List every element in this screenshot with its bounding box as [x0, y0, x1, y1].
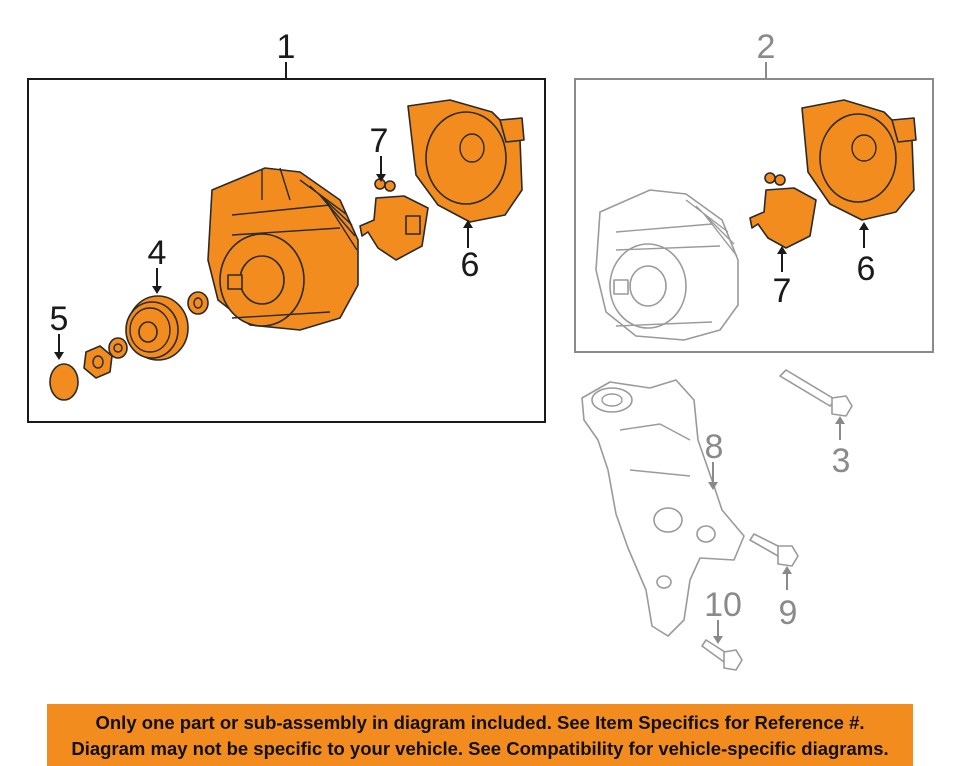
- callout-6b: 6: [857, 250, 876, 288]
- arrow-8: [708, 482, 718, 490]
- callout-7b: 7: [773, 272, 792, 310]
- callout-2: 2: [757, 28, 776, 66]
- pulley: [125, 295, 189, 361]
- arrow-9: [782, 566, 792, 574]
- callout-5: 5: [50, 300, 69, 338]
- callout-4: 4: [148, 234, 167, 272]
- bolt-10: [701, 639, 743, 671]
- mounting-bracket: [581, 379, 745, 637]
- arrow-4: [152, 286, 162, 294]
- arrow-5: [54, 352, 64, 360]
- callout-10: 10: [704, 586, 742, 624]
- arrow-7b: [777, 246, 787, 254]
- arrow-7a: [376, 174, 386, 182]
- callout-9: 9: [779, 594, 798, 632]
- arrow-6a: [463, 220, 473, 228]
- callout-8: 8: [705, 428, 724, 466]
- voltage-regulator: [359, 178, 429, 261]
- notice-banner: Only one part or sub-assembly in diagram…: [47, 704, 913, 766]
- callout-7a: 7: [370, 122, 389, 160]
- bolt-9: [749, 533, 799, 567]
- voltage-regulator-b: [749, 172, 817, 249]
- callout-6a: 6: [461, 246, 480, 284]
- pulley-cap: [49, 363, 79, 401]
- rear-cover-ghost: [801, 99, 917, 221]
- notice-line-1: Only one part or sub-assembly in diagram…: [95, 712, 865, 733]
- arrow-3: [835, 416, 845, 424]
- notice-line-2: Diagram may not be specific to your vehi…: [71, 738, 889, 759]
- alternator-body-ghost: [595, 189, 739, 341]
- callout-3: 3: [832, 442, 851, 480]
- arrow-10: [713, 636, 723, 644]
- alternator-body: [207, 167, 359, 331]
- rear-cover: [407, 99, 525, 223]
- nut-and-washer: [83, 337, 128, 379]
- spacer-washer: [187, 291, 209, 315]
- assembly-2-frame: [574, 78, 934, 353]
- callout-1: 1: [277, 28, 296, 66]
- arrow-6b: [859, 222, 869, 230]
- bolt-3: [779, 369, 853, 417]
